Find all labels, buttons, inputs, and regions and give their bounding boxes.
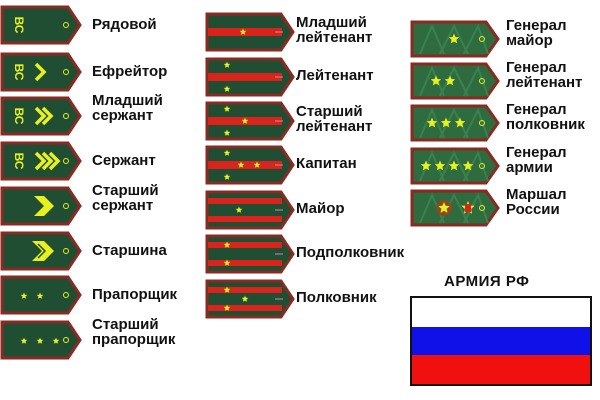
shoulder-board-general-4 [410,147,500,185]
rank-label: Сержант [92,152,156,169]
flag-red-stripe [412,355,590,384]
rank-label: Маршал России [506,186,567,218]
svg-text:ВС: ВС [12,108,26,125]
shoulder-board-8 [0,320,82,360]
shoulder-board-officer-6 [205,234,295,274]
russian-flag [410,296,592,386]
shoulder-board-3: ВС [0,96,82,136]
shoulder-board-officer-7 [205,279,295,319]
rank-label: Младший сержант [92,92,163,124]
shoulder-board-officer-2 [205,57,295,97]
rank-label: Подполковник [296,244,405,261]
flag-title: АРМИЯ РФ [444,273,530,290]
rank-label: Прапорщик [92,286,178,303]
rank-label: Старший прапорщик [92,316,176,348]
shoulder-board-officer-3 [205,101,295,141]
rank-label: Старшина [92,242,167,259]
rank-label: Старший лейтенант [296,103,373,135]
flag-white-stripe [412,298,590,327]
shoulder-board-4: ВС [0,141,82,181]
rank-label: Капитан [296,155,357,172]
rank-label: Генерал майор [506,17,567,49]
rank-label: Рядовой [92,16,157,33]
shoulder-board-general-3 [410,104,500,142]
shoulder-board-5 [0,186,82,226]
rank-label: Генерал полковник [506,101,585,133]
shoulder-board-1: ВС [0,5,82,45]
shoulder-board-6 [0,231,82,271]
shoulder-board-7 [0,275,82,315]
rank-label: Ефрейтор [92,63,168,80]
rank-label: Старший сержант [92,182,159,214]
rank-label: Генерал армии [506,144,567,176]
svg-text:ВС: ВС [12,17,26,34]
shoulder-board-2: ВС [0,52,82,92]
rank-label: Генерал лейтенант [506,59,583,91]
flag-blue-stripe [412,326,590,356]
svg-text:ВС: ВС [12,153,26,170]
rank-label: Полковник [296,289,377,306]
rank-label: Лейтенант [296,67,374,84]
shoulder-board-officer-4 [205,145,295,185]
shoulder-board-general-1 [410,20,500,58]
rank-label: Майор [296,200,345,217]
shoulder-board-officer-5 [205,190,295,230]
shoulder-board-general-5 [410,189,500,227]
svg-text:ВС: ВС [12,64,26,81]
shoulder-board-officer-1 [205,12,295,52]
rank-label: Младший лейтенант [296,14,373,46]
shoulder-board-general-2 [410,62,500,100]
